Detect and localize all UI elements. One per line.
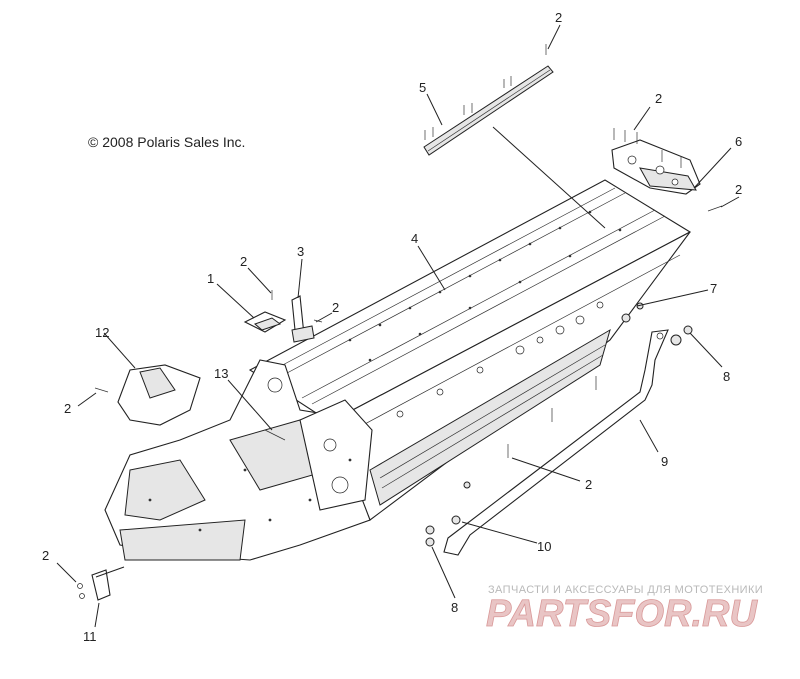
callout-10: 10 [537, 539, 551, 554]
rear-bumper-part [443, 329, 669, 556]
watermark-caption: ЗАПЧАСТИ И АКСЕССУАРЫ ДЛЯ МОТОТЕХНИКИ [488, 584, 763, 596]
callout-3: 3 [297, 244, 304, 259]
foot-bracket-part [77, 569, 111, 601]
leader-lines [56, 24, 740, 628]
callout-2-brace: 2 [332, 300, 339, 315]
callout-8-lower: 8 [451, 600, 458, 615]
callout-6: 6 [735, 134, 742, 149]
callout-2-rear: 2 [735, 182, 742, 197]
bumper-part [94, 364, 201, 426]
callout-9: 9 [661, 454, 668, 469]
rail-strip-part [423, 44, 554, 156]
callout-8-upper: 8 [723, 369, 730, 384]
callout-2-mount: 2 [240, 254, 247, 269]
callouts: 2 5 2 6 2 4 3 2 1 2 12 13 2 7 8 9 2 10 2… [42, 10, 742, 644]
callout-12: 12 [95, 325, 109, 340]
callout-2-bumper-bolt: 2 [585, 477, 592, 492]
callout-13: 13 [214, 366, 228, 381]
callout-2-foot: 2 [42, 548, 49, 563]
watermark-logo: PARTSFOR.RU [486, 593, 758, 635]
callout-5: 5 [419, 80, 426, 95]
callout-7: 7 [710, 281, 717, 296]
brace-part [291, 295, 323, 343]
callout-1: 1 [207, 271, 214, 286]
mount-plate-part [243, 290, 287, 333]
callout-4: 4 [411, 231, 418, 246]
callout-2-rail-top: 2 [555, 10, 562, 25]
tunnel-part [248, 179, 692, 521]
watermark: ЗАПЧАСТИ И АКСЕССУАРЫ ДЛЯ МОТОТЕХНИКИ PA… [486, 584, 763, 635]
rear-bracket-part [611, 128, 723, 212]
callout-2-bumper: 2 [64, 401, 71, 416]
front-chassis-part [104, 359, 373, 561]
callout-11: 11 [83, 629, 97, 644]
copyright-text: © 2008 Polaris Sales Inc. [88, 134, 245, 150]
callout-2-bracket: 2 [655, 91, 662, 106]
